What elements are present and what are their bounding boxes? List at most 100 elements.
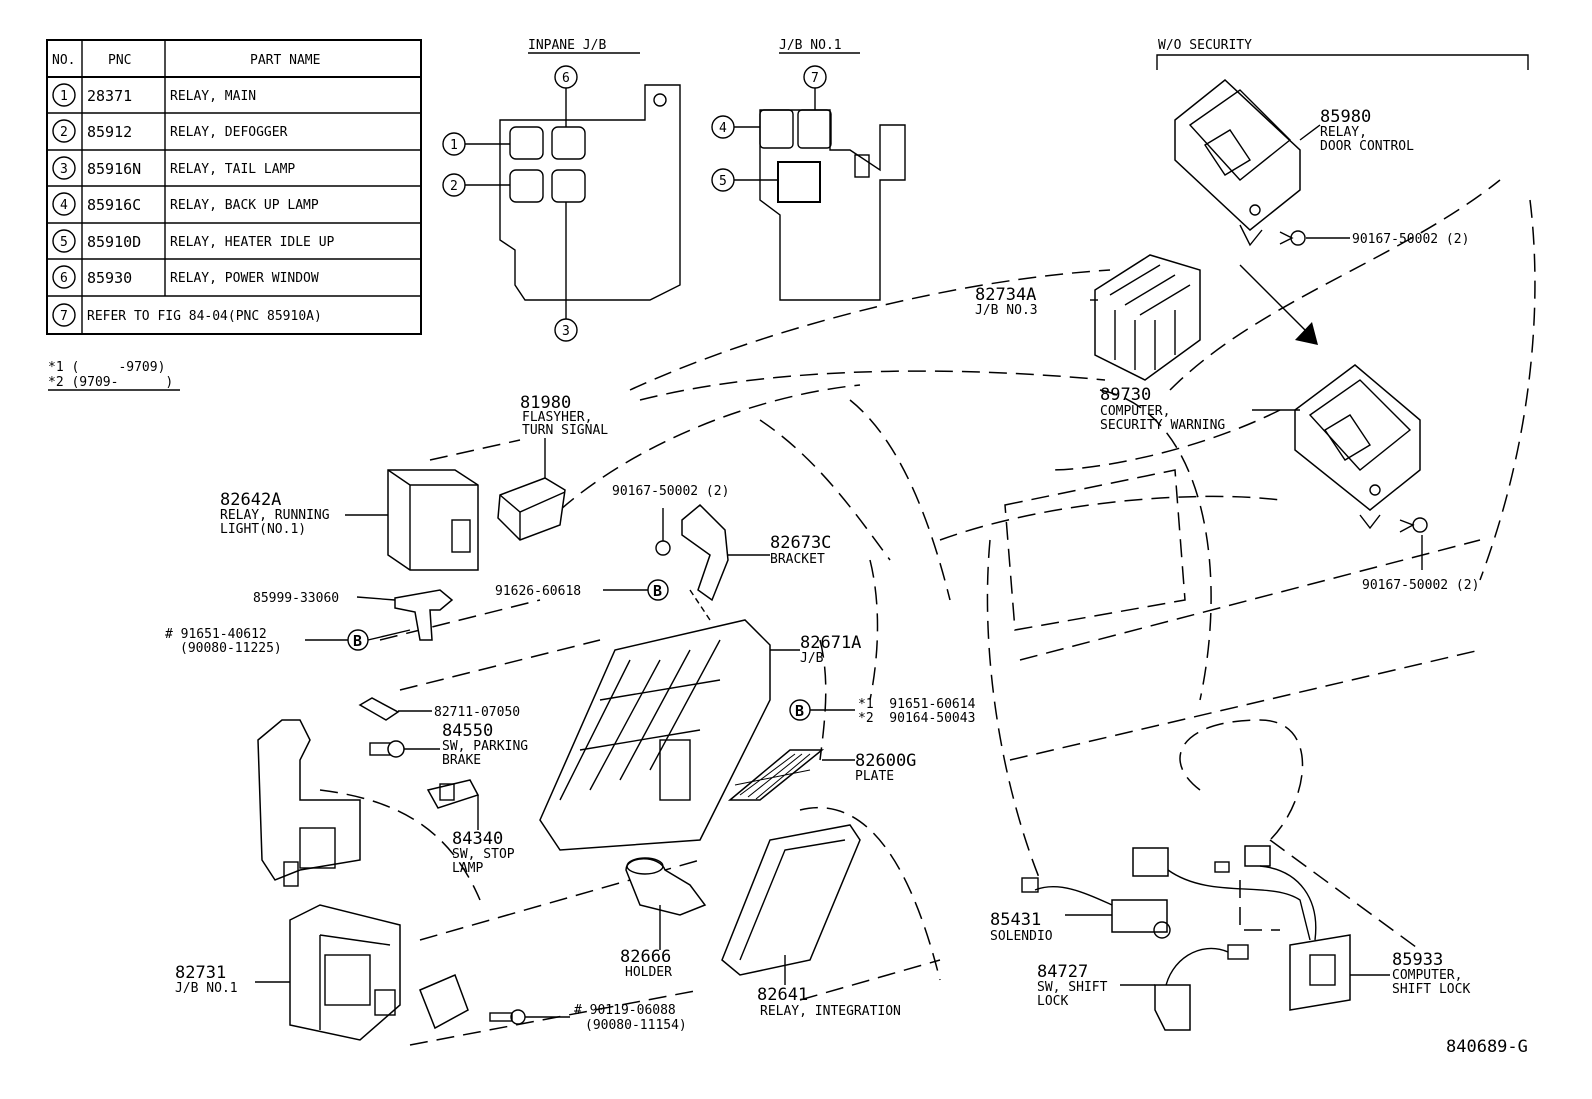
part-name-line: SW, STOP (452, 847, 515, 862)
row-number: 1 (60, 89, 68, 104)
part-number: 82731 (175, 963, 226, 983)
table-row: 7 REFER TO FIG 84-04(PNC 85910A) (52, 303, 322, 327)
inset-inpane-jb: INPANE J/B 1 2 3 6 (442, 38, 681, 342)
label-85933: 85933 COMPUTER, SHIFT LOCK (1392, 950, 1470, 997)
table-header-pnc: PNC (108, 53, 131, 68)
badge-b-bracket: B (647, 579, 669, 601)
table-header-part-name: PART NAME (250, 53, 320, 68)
part-name-line: SOLENDIO (990, 929, 1053, 944)
part-name-line: HOLDER (625, 965, 672, 980)
part-number: 84727 (1037, 962, 1088, 982)
label-82641: 82641 RELAY, INTEGRATION (757, 985, 901, 1019)
row-number: 2 (60, 125, 68, 140)
part-number: 82711-07050 (434, 705, 520, 720)
row-pnc: 85930 (87, 269, 132, 287)
label-82666: 82666 HOLDER (620, 947, 672, 980)
screw-drawing-bottom (489, 1009, 526, 1025)
part-number: 85999-33060 (253, 591, 339, 606)
leader-lines (255, 124, 1423, 1018)
part-name-line: RELAY, RUNNING (220, 508, 330, 523)
label-82642a: 82642A RELAY, RUNNING LIGHT(NO.1) (220, 490, 330, 537)
jbno1-marker-5: 5 (719, 174, 727, 189)
part-name-line: COMPUTER, (1392, 968, 1462, 983)
table-header-no: NO. (52, 53, 75, 68)
footnote-1: *1 ( -9709) (48, 360, 165, 375)
part-name-line: LIGHT(NO.1) (220, 522, 306, 537)
jbno1-marker-7: 7 (811, 71, 819, 86)
label-82731: 82731 J/B NO.1 (175, 963, 238, 996)
wo-security-title: W/O SECURITY (1158, 38, 1252, 53)
label-84550: 84550 SW, PARKING BRAKE (442, 721, 528, 768)
part-name-line: RELAY, (1320, 125, 1367, 140)
row-pnc: 85912 (87, 123, 132, 141)
part-name-line: BRACKET (770, 552, 825, 567)
small-cover-drawing (358, 697, 400, 721)
part-name-line: J/B NO.1 (175, 981, 238, 996)
flasher-drawing (497, 477, 566, 541)
part-number: 89730 (1100, 385, 1151, 405)
part-name-line: BRAKE (442, 753, 481, 768)
inpane-marker-6: 6 (562, 71, 570, 86)
badge-b-jb: B (789, 699, 811, 721)
label-82671a: 82671A J/B (800, 633, 861, 666)
left-bracket-drawing (257, 719, 361, 887)
label-90167-right: 90167-50002 (2) (1362, 578, 1479, 593)
inpane-marker-1: 1 (450, 138, 458, 153)
parts-table: NO. PNC PART NAME 1 28371 RELAY, MAIN 2 … (46, 39, 422, 335)
inpane-marker-2: 2 (450, 179, 458, 194)
row-part-name: RELAY, TAIL LAMP (170, 162, 295, 177)
screw-drawing-top (1279, 230, 1306, 246)
table-row: 3 85916N RELAY, TAIL LAMP (52, 156, 295, 180)
footnotes: *1 ( -9709) *2 (9709- ) (48, 360, 180, 391)
dashboard-outline (319, 179, 1536, 1046)
part-number-alt: (90080-11225) (180, 641, 282, 656)
badge-letter: B (353, 632, 362, 650)
part-number: 82641 (757, 985, 808, 1005)
part-name-line: LOCK (1037, 994, 1068, 1009)
arrow-drawing (1239, 264, 1318, 345)
part-number: 82666 (620, 947, 671, 967)
part-name-line: SECURITY WARNING (1100, 418, 1225, 433)
shift-lock-assembly-drawing (1021, 845, 1351, 1031)
row-part-name: RELAY, POWER WINDOW (170, 271, 319, 286)
part-number: *1 91651-60614 (858, 697, 976, 712)
row-number: 5 (60, 235, 68, 250)
table-row: 6 85930 RELAY, POWER WINDOW (52, 265, 319, 289)
part-name-line: RELAY, INTEGRATION (760, 1004, 901, 1019)
inset-jb-no1: J/B NO.1 4 5 7 (711, 38, 906, 301)
part-number: 84550 (442, 721, 493, 741)
part-number: # 91651-40612 (165, 627, 267, 642)
jb-no3-drawing (1094, 254, 1201, 381)
label-90167-mid: 90167-50002 (2) (612, 484, 729, 499)
row-part-name: RELAY, DEFOGGER (170, 125, 288, 140)
label-82711: 82711-07050 (434, 705, 520, 720)
label-91626: 91626-60618 (495, 584, 581, 599)
part-name-line: SW, PARKING (442, 739, 528, 754)
part-number: 82734A (975, 285, 1036, 305)
row-pnc: 85910D (87, 233, 141, 251)
plate-drawing (727, 749, 825, 801)
label-82600g: 82600G PLATE (855, 751, 916, 784)
parking-brake-switch-drawing (369, 740, 405, 758)
part-name-line: J/B NO.3 (975, 303, 1038, 318)
jb-main-drawing (539, 619, 771, 851)
door-control-relay-drawing (1174, 79, 1301, 247)
table-row: 2 85912 RELAY, DEFOGGER (52, 119, 288, 143)
badge-b-left: B (347, 629, 369, 651)
row-number: 4 (60, 198, 68, 213)
part-number: 81980 (520, 393, 571, 413)
stop-lamp-switch-drawing (426, 779, 480, 809)
label-90167-top: 90167-50002 (2) (1352, 232, 1469, 247)
inpane-marker-3: 3 (562, 324, 570, 339)
part-number: 85980 (1320, 107, 1371, 127)
label-82673c: 82673C BRACKET (770, 533, 831, 567)
row-number: 3 (60, 162, 68, 177)
part-number: 82600G (855, 751, 916, 771)
label-89730: 89730 COMPUTER, SECURITY WARNING (1100, 385, 1225, 433)
running-light-relay-drawing (387, 469, 479, 571)
label-85431: 85431 SOLENDIO (990, 910, 1053, 944)
integration-relay-drawing (721, 824, 861, 976)
label-84727: 84727 SW, SHIFT LOCK (1037, 962, 1108, 1009)
label-star-bolts: *1 91651-60614 *2 90164-50043 (858, 697, 976, 726)
pedal-drawing (419, 974, 469, 1030)
